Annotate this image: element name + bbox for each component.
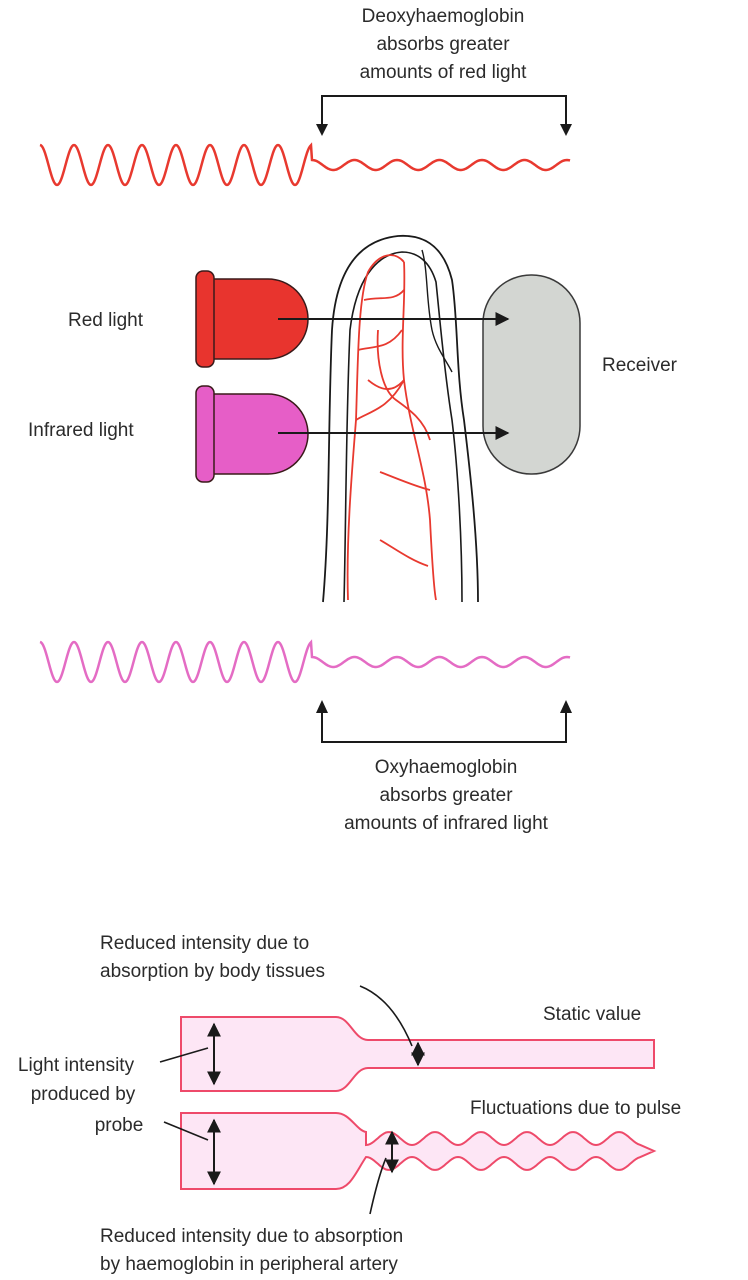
receiver-label: Receiver <box>602 355 678 376</box>
leader-lines <box>159 985 413 1215</box>
deoxy-bracket <box>316 95 572 136</box>
finger-icon <box>322 234 479 603</box>
light-intensity-label-line2: produced by <box>31 1084 136 1105</box>
red-light-label: Red light <box>68 310 144 331</box>
static-value-label: Static value <box>543 1004 641 1025</box>
reduced-haemoglobin-label-line1: Reduced intensity due to absorption <box>100 1226 403 1247</box>
infrared-light-wave <box>39 639 571 684</box>
measure-arrows <box>207 1022 425 1186</box>
fluctuations-label: Fluctuations due to pulse <box>470 1098 681 1119</box>
red-led-icon <box>195 270 309 368</box>
receiver-icon <box>482 274 581 475</box>
infrared-light-label: Infrared light <box>28 420 134 441</box>
deoxy-label-line3: amounts of red light <box>360 62 528 83</box>
reduced-tissues-label-line1: Reduced intensity due to <box>100 933 309 954</box>
red-light-wave <box>39 142 571 187</box>
oxy-label-line2: absorbs greater <box>379 785 513 806</box>
oxy-label-line1: Oxyhaemoglobin <box>375 757 518 778</box>
reduced-haemoglobin-label-line2: by haemoglobin in peripheral artery <box>100 1254 398 1275</box>
reduced-tissues-label-line2: absorption by body tissues <box>100 961 325 982</box>
light-intensity-label-line3: probe <box>95 1115 144 1136</box>
light-intensity-label-line1: Light intensity <box>18 1055 135 1076</box>
deoxy-label-line1: Deoxyhaemoglobin <box>362 6 525 27</box>
infrared-led-icon <box>195 385 309 483</box>
pulsatile-intensity-bar <box>180 1112 657 1190</box>
deoxy-label-line2: absorbs greater <box>376 34 510 55</box>
oxy-bracket <box>316 700 572 743</box>
oxy-label-line3: amounts of infrared light <box>344 813 549 834</box>
